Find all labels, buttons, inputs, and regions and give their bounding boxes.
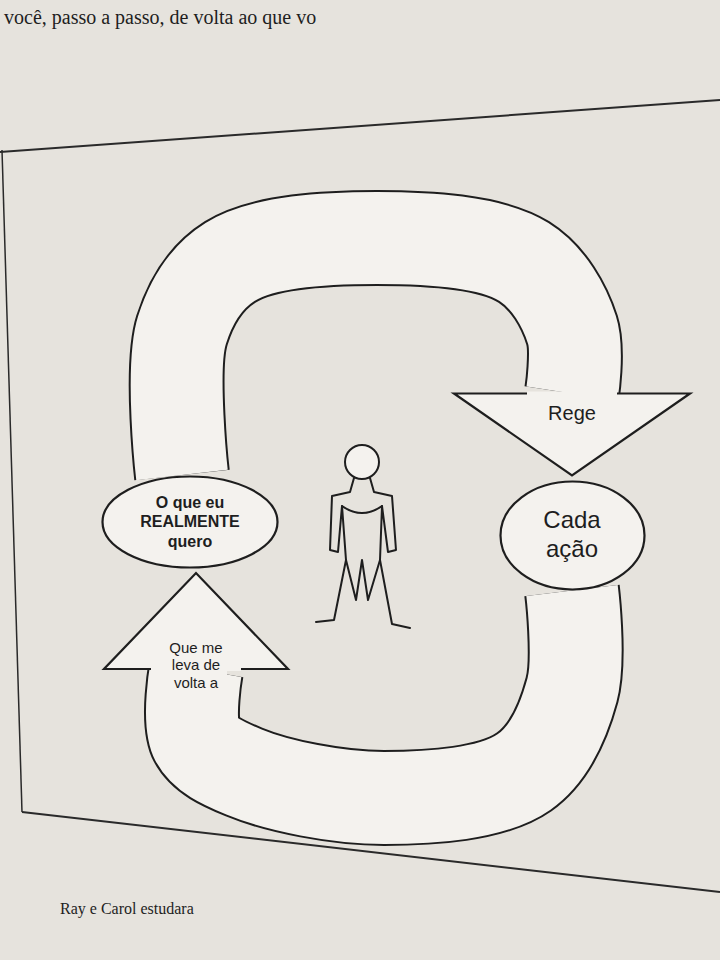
page-text: você, passo a passo, de volta ao que vo — [4, 6, 316, 29]
ellipse-shape — [103, 477, 278, 568]
edge-label: Que me leva de volta a — [165, 639, 227, 691]
frame-top-rule — [0, 100, 720, 152]
ellipse-node: Cada ação — [499, 480, 646, 591]
block-arrow — [104, 573, 576, 798]
ellipse-shape — [500, 481, 644, 589]
node-text: Cada ação — [536, 506, 608, 564]
arrow-band-outline — [192, 591, 576, 799]
edge-label: Rege — [512, 402, 632, 425]
arrow-band-outline — [177, 238, 575, 475]
arrow-head — [454, 394, 690, 476]
block-arrow — [177, 238, 690, 476]
ellipse-node: O que eu REALMENTE quero — [101, 475, 279, 569]
arrow-band-fill — [177, 238, 575, 475]
frame-left-rule — [2, 150, 22, 812]
page-text: Ray e Carol estudara — [60, 900, 194, 918]
node-text: O que eu REALMENTE quero — [136, 493, 244, 551]
arrow-joint — [527, 392, 617, 396]
arrow-band-fill — [192, 591, 576, 799]
